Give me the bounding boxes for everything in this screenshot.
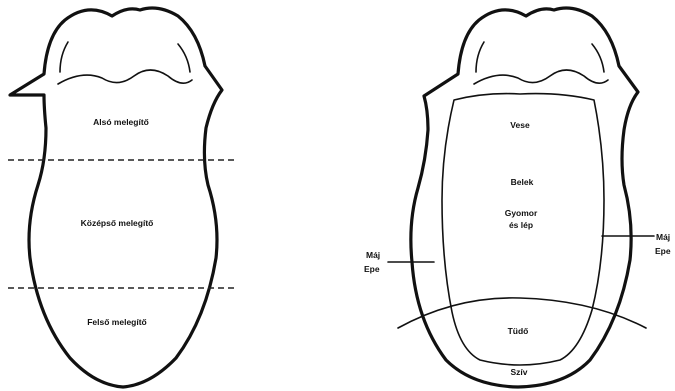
- label-kidney: Vese: [510, 120, 530, 130]
- right-tongue-tip-lobes: [474, 70, 608, 84]
- label-gallbladder-right: Epe: [655, 246, 671, 256]
- right-tongue-diagram: Vese Belek Gyomor és lép Máj Epe Máj Epe…: [364, 8, 671, 387]
- label-spleen: és lép: [509, 220, 533, 230]
- label-stomach: Gyomor: [505, 208, 538, 218]
- label-heart: Szív: [510, 367, 527, 377]
- label-middle-burner: Középső melegítő: [81, 218, 154, 228]
- left-tongue-diagram: Alsó melegítő Középső melegítő Felső mel…: [8, 8, 234, 387]
- label-lung: Tüdő: [508, 326, 529, 336]
- right-tongue-inner-fold-left: [476, 42, 484, 72]
- left-tongue-inner-fold-right: [178, 44, 190, 72]
- label-liver-left: Máj: [366, 250, 380, 260]
- heart-lung-boundary-arc: [398, 298, 646, 328]
- label-upper-burner: Felső melegítő: [87, 317, 147, 327]
- label-gallbladder-left: Epe: [364, 264, 380, 274]
- left-tongue-outline: [10, 8, 222, 387]
- label-liver-right: Máj: [656, 232, 670, 242]
- left-tongue-inner-fold-left: [60, 42, 68, 72]
- right-tongue-inner-fold-right: [592, 44, 604, 72]
- label-lower-burner: Alsó melegítő: [93, 117, 149, 127]
- left-tongue-tip-lobes: [58, 70, 192, 84]
- label-intestines: Belek: [511, 177, 534, 187]
